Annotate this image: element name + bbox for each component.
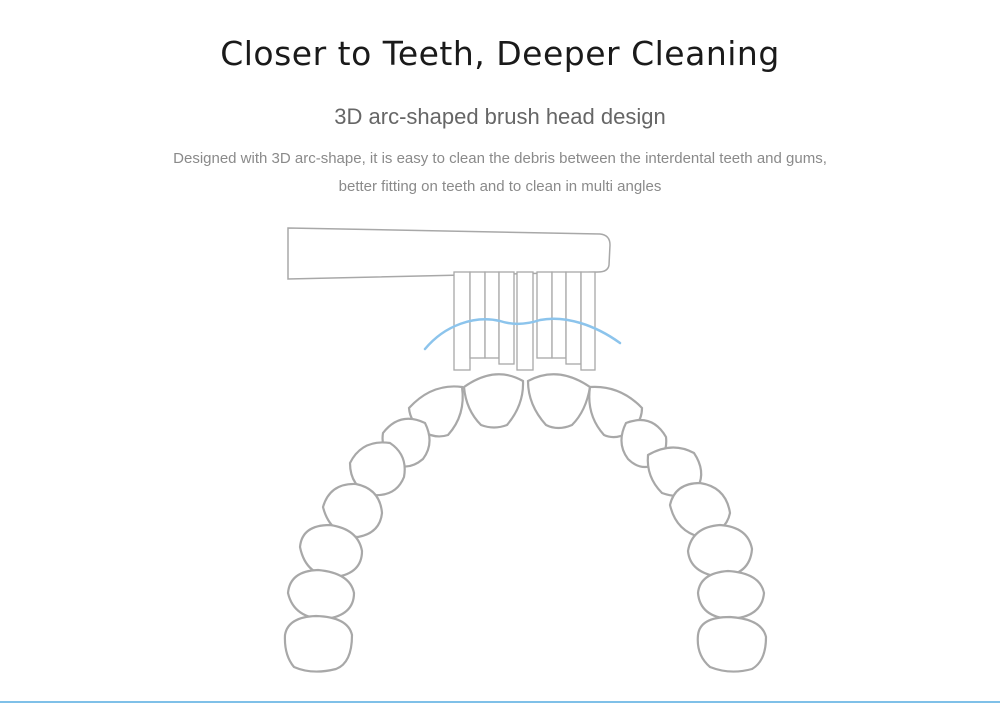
brushing-illustration (283, 227, 768, 673)
bristles-icon (453, 271, 596, 371)
subtitle: 3D arc-shaped brush head design (334, 104, 666, 129)
description-line-2: better fitting on teeth and to clean in … (338, 178, 662, 195)
bottom-divider (0, 701, 1000, 703)
brush-head-icon (287, 227, 611, 280)
description: Designed with 3D arc-shape, it is easy t… (0, 145, 1000, 201)
headline: Closer to Teeth, Deeper Cleaning (220, 34, 780, 73)
teeth-arch-icon (283, 373, 768, 673)
arc-curve (423, 317, 622, 351)
description-line-1: Designed with 3D arc-shape, it is easy t… (173, 150, 827, 167)
